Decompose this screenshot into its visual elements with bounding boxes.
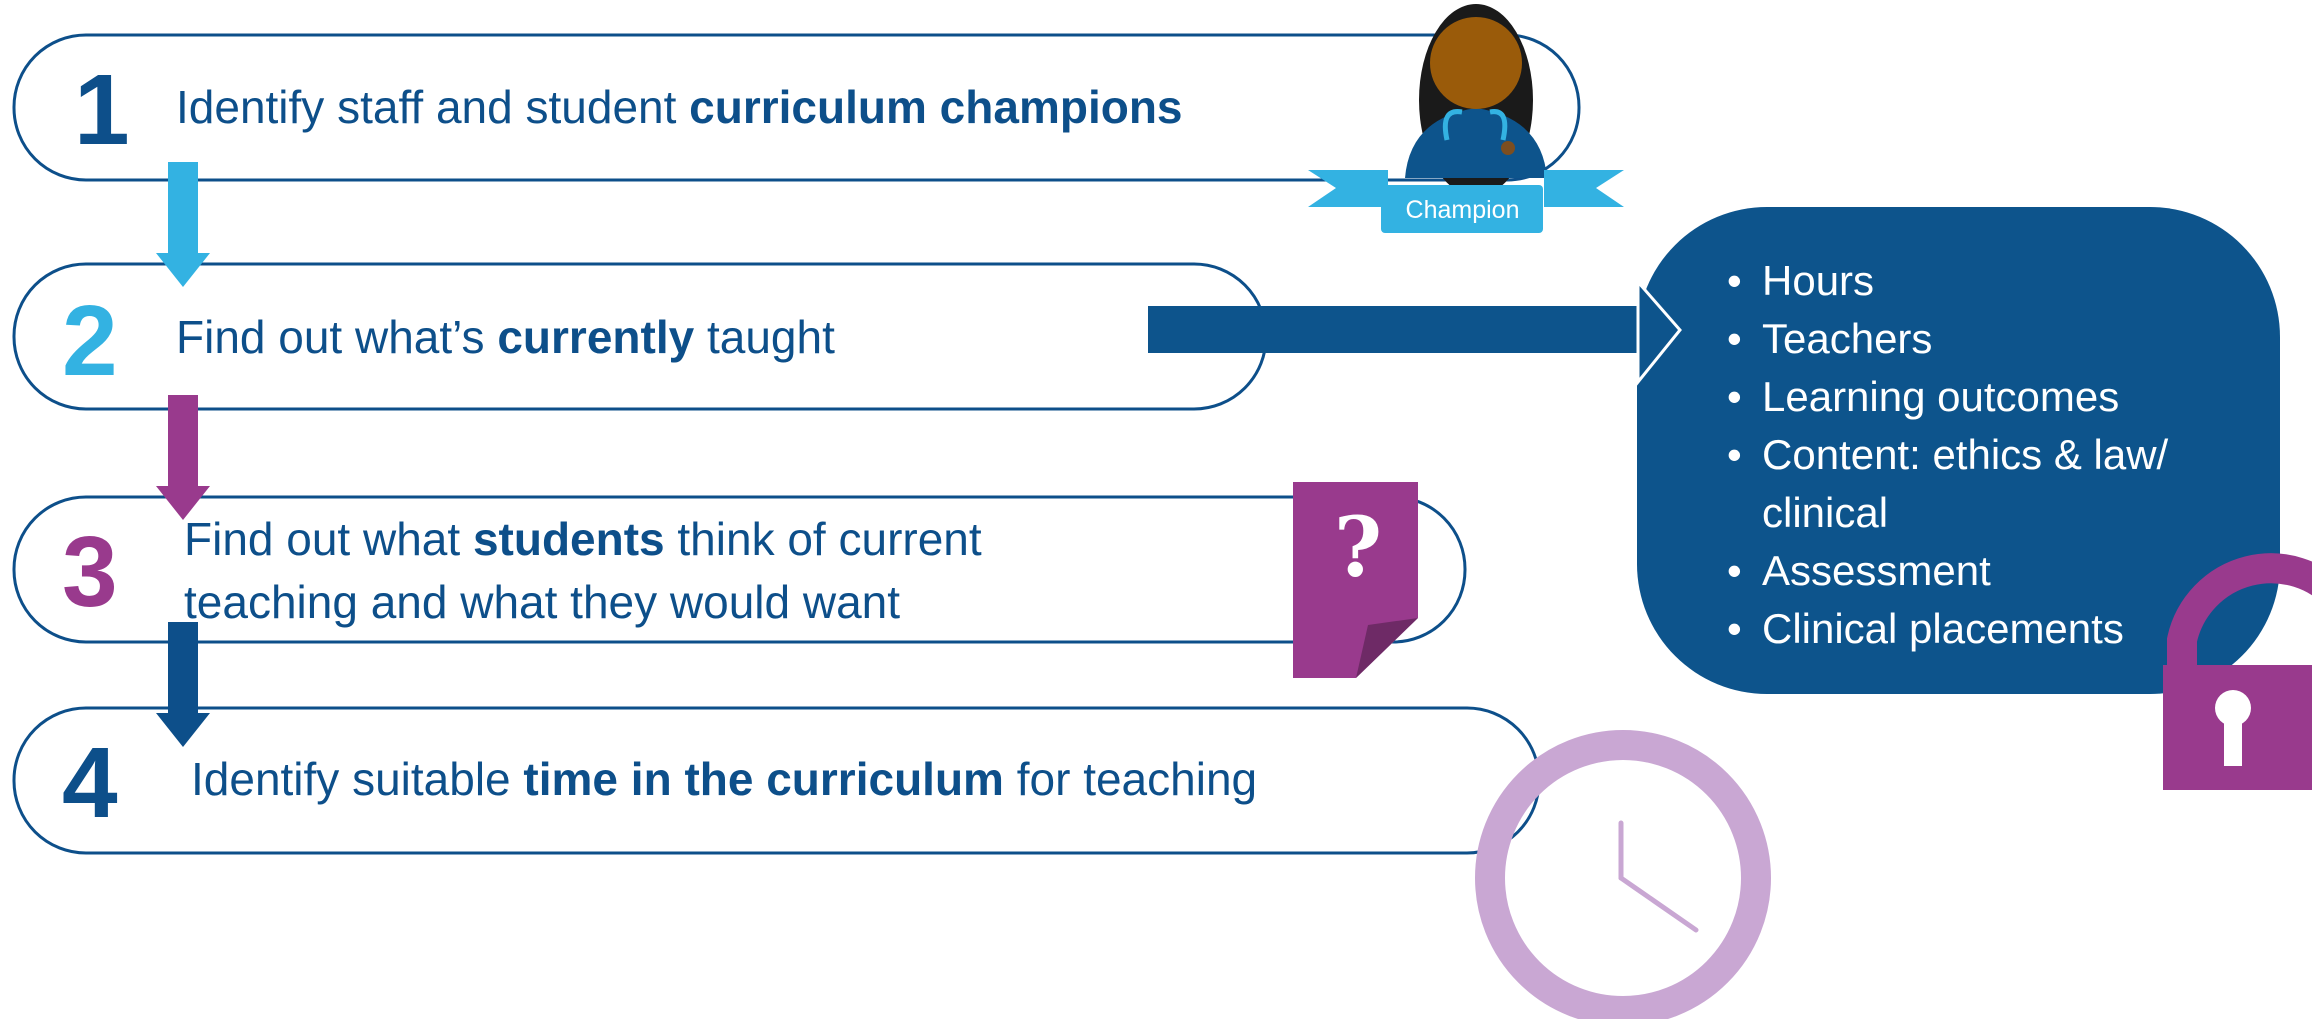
step-2-text: Find out what’s currently taught [176, 311, 835, 363]
step-1-text: Identify staff and student curriculum ch… [176, 81, 1183, 133]
question-mark: ? [1333, 500, 1383, 596]
info-item-content: Content: ethics & law/ [1722, 426, 2168, 484]
arrow-1-to-2 [156, 162, 210, 287]
step-3-container [12, 495, 1467, 644]
question-document-icon [1293, 482, 1418, 678]
info-item-hours: Hours [1722, 252, 2168, 310]
clock-icon [1475, 730, 1771, 1019]
info-item-learning-outcomes: Learning outcomes [1722, 368, 2168, 426]
arrow-2-to-3 [156, 395, 210, 520]
champion-avatar-icon [1405, 4, 1547, 196]
champion-label: Champion [1405, 196, 1520, 224]
step-2-number: 2 [62, 285, 118, 397]
step-4-text: Identify suitable time in the curriculum… [191, 753, 1258, 805]
step-3-text: Find out what students think of current … [184, 513, 982, 628]
info-item-assessment: Assessment [1722, 542, 2168, 600]
arrow-3-to-4 [156, 622, 210, 747]
step-1-container [12, 33, 1581, 182]
arrow-to-info-box [1148, 278, 1682, 387]
champion-ribbon [1308, 170, 1624, 233]
padlock-icon [2163, 553, 2312, 790]
step-3-number: 3 [62, 516, 118, 628]
info-item-content-continued: clinical [1762, 489, 1889, 536]
step-1-number: 1 [74, 54, 130, 166]
info-item-clinical-placements: Clinical placements [1722, 600, 2168, 658]
info-list: Hours Teachers Learning outcomes Content… [1722, 252, 2168, 658]
info-item-teachers: Teachers [1722, 310, 2168, 368]
step-4-number: 4 [62, 727, 118, 839]
